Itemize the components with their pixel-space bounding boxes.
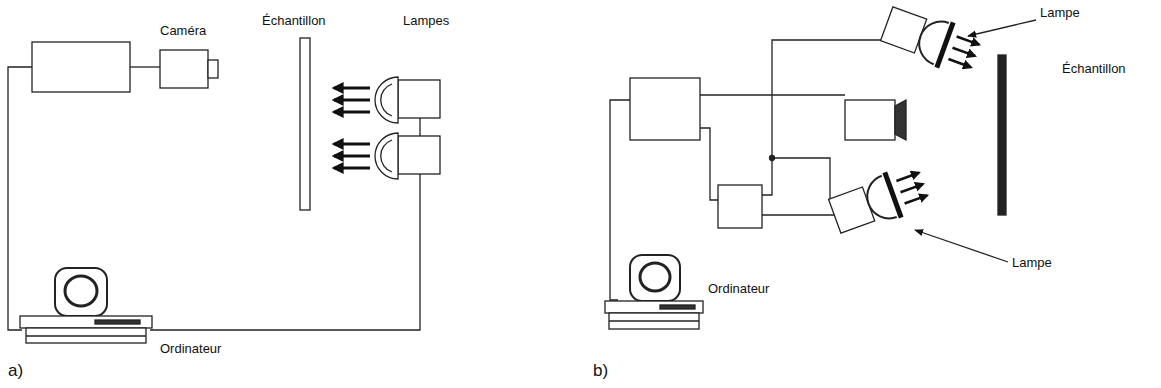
controller-box — [718, 185, 762, 228]
wire — [130, 66, 160, 67]
computer-icon — [605, 255, 703, 329]
wire — [762, 214, 836, 215]
component-label: Lampe — [1040, 6, 1080, 20]
wire — [419, 118, 420, 136]
junction-dot — [770, 156, 775, 161]
lamp-reflector — [381, 140, 392, 172]
lamp — [879, 1, 984, 78]
lamp-box — [398, 80, 440, 118]
controller-box — [630, 78, 700, 140]
leader-arrow — [915, 230, 1008, 262]
wire — [772, 158, 830, 199]
wire — [610, 100, 630, 300]
light-arrows — [334, 88, 370, 168]
computer-icon — [20, 268, 152, 343]
sample-plate — [300, 38, 310, 210]
sample-plate — [998, 55, 1006, 215]
camera-lens — [208, 60, 218, 78]
wire — [150, 174, 420, 330]
component-label: Échantillon — [262, 14, 326, 28]
panel-label: a) — [8, 362, 23, 381]
wire — [700, 128, 718, 200]
component-label: Ordinateur — [708, 282, 769, 296]
lamp-reflector — [381, 84, 392, 116]
lamp — [827, 162, 932, 239]
lamp-reflector — [375, 77, 398, 123]
wire — [8, 67, 32, 330]
component-label: Échantillon — [1062, 62, 1126, 76]
component-label: Lampe — [1012, 256, 1052, 270]
leader-arrow — [968, 20, 1036, 36]
camera-lens — [895, 100, 906, 140]
camera-body — [160, 50, 208, 88]
component-label: Caméra — [160, 24, 206, 38]
lamp-box — [398, 136, 440, 174]
camera-body — [845, 100, 895, 140]
panel-label: b) — [593, 362, 608, 381]
component-label: Lampes — [403, 14, 449, 28]
wire — [762, 40, 884, 195]
lamp-reflector — [375, 133, 398, 179]
controller-box — [32, 42, 130, 92]
component-label: Ordinateur — [160, 342, 221, 356]
